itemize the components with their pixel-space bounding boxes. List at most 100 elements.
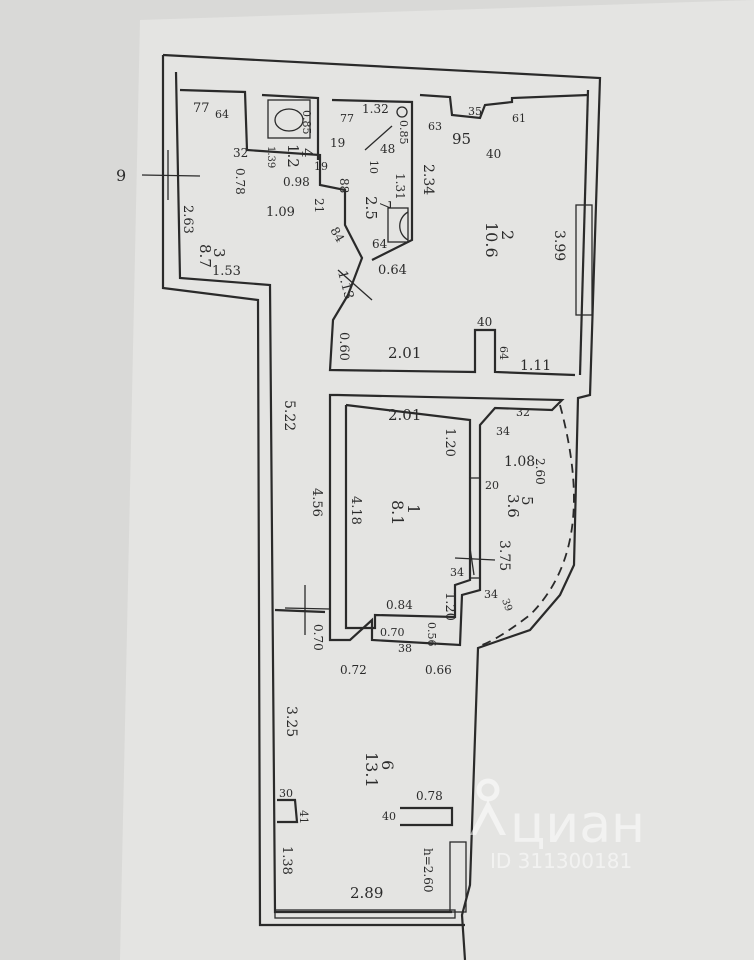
dim-label: 1.53 — [212, 264, 241, 279]
paper-sheet — [120, 0, 754, 960]
dim-label: 1.13 — [334, 269, 356, 301]
dim-label: 0.84 — [386, 598, 413, 612]
window-mid — [469, 477, 481, 579]
dim-label: 1.08 — [504, 454, 535, 470]
dim-label: 64 — [497, 346, 510, 360]
dim-label: 40 — [477, 315, 492, 329]
dim-label: 5.22 — [281, 400, 297, 431]
outer-walls — [161, 53, 602, 960]
dim-label: 1.31 — [393, 173, 407, 200]
dim-label: 0.60 — [336, 332, 351, 361]
dim-label: 40 — [382, 810, 396, 823]
fixtures — [141, 99, 593, 919]
room-4-label: 4 — [298, 148, 316, 158]
dim-label: 32 — [233, 146, 248, 160]
watermark-id: ID 311300181 — [490, 849, 632, 873]
window-bottom — [449, 841, 467, 913]
room-1-area: 8.1 — [388, 500, 407, 525]
dim-label: 2.63 — [180, 205, 195, 234]
dim-label: 1.11 — [520, 358, 551, 374]
shower-icon — [387, 207, 409, 243]
dim-label: 64 — [372, 237, 388, 251]
dim-label: 0.56 — [425, 622, 438, 647]
dim-label: 21 — [312, 198, 326, 213]
dim-label: 32 — [516, 406, 530, 419]
dim-label: 2.60 — [533, 458, 547, 485]
dim-label: 63 — [428, 120, 442, 133]
dim-label: 10 — [367, 160, 380, 174]
dim-label: 20 — [485, 479, 499, 492]
room-5-area: 3.6 — [504, 494, 522, 518]
dim-label: 84 — [327, 225, 347, 246]
window-right — [575, 204, 593, 316]
dim-label: 0.66 — [425, 663, 452, 677]
dim-label: 40 — [486, 147, 501, 161]
dim-label: 41 — [297, 810, 310, 824]
dim-label: 30 — [279, 787, 293, 800]
watermark: циан ID 311300181 — [470, 778, 645, 873]
room-2-area: 10.6 — [482, 222, 501, 258]
map-pin-icon — [476, 778, 500, 802]
dim-label: 39 — [499, 597, 514, 613]
ceiling-height-label: h=2.60 — [421, 848, 435, 893]
dim-label: 77 — [193, 101, 210, 116]
section-mark: 9 — [116, 166, 126, 185]
bay-curve — [481, 404, 575, 646]
dim-label: 0.64 — [378, 263, 407, 278]
dim-label: 19 — [314, 160, 328, 173]
dim-label: 34 — [450, 566, 464, 579]
dim-label: 3.25 — [283, 706, 299, 737]
toilet-icon — [267, 99, 311, 139]
room-3-label: 3 — [210, 248, 228, 258]
dim-label: 38 — [398, 642, 412, 655]
dim-label: 61 — [512, 112, 526, 125]
dim-label: 4.56 — [309, 488, 324, 517]
room-7-area: 2.5 — [362, 196, 380, 220]
dim-label: 19 — [330, 136, 345, 150]
room-7-label: 7 — [376, 200, 394, 210]
dim-label: 0.72 — [340, 663, 367, 677]
dim-label: 2.01 — [388, 344, 421, 362]
dim-label: 0.98 — [283, 175, 310, 189]
dim-label: 0.85 — [397, 120, 410, 145]
dim-label: 0.70 — [380, 626, 405, 639]
dim-label: 2.34 — [420, 164, 436, 195]
room-6-label: 6 — [378, 760, 397, 770]
room-5-label: 5 — [518, 496, 536, 506]
dimension-labels: 77 64 32 0.78 2.63 1.53 1.09 0.98 1.39 0… — [180, 101, 567, 902]
dim-label: 0.78 — [233, 168, 247, 195]
dim-label: 3.75 — [496, 540, 512, 571]
dim-label: 95 — [452, 130, 471, 148]
room-labels: 3 8.7 4 1.2 7 2.5 2 10.6 1 8.1 5 3.6 6 1… — [116, 144, 536, 788]
interior-walls — [179, 88, 589, 827]
room-3-area: 8.7 — [196, 244, 214, 268]
dim-label: 3.99 — [551, 230, 567, 261]
dim-label: 0.78 — [416, 789, 443, 803]
dim-label: 0.70 — [311, 624, 325, 651]
dim-label: 4.18 — [348, 496, 363, 525]
watermark-brand: циан — [510, 795, 645, 855]
dim-label: 34 — [496, 425, 510, 438]
room-4-area: 1.2 — [284, 144, 302, 168]
dim-label: 0.85 — [300, 110, 313, 135]
room-6-area: 13.1 — [362, 752, 381, 788]
room-1-label: 1 — [404, 504, 423, 514]
section-line — [141, 174, 201, 177]
dim-label: 88 — [337, 178, 351, 193]
dim-label: 1.39 — [265, 146, 276, 168]
dim-label: 1.20 — [442, 592, 457, 621]
dim-label: 1.38 — [279, 846, 294, 875]
dim-label: 77 — [340, 112, 354, 125]
dim-label: 1.09 — [266, 205, 295, 220]
dim-label: 64 — [215, 108, 229, 121]
dim-label: 34 — [484, 588, 498, 601]
dim-label: 35 — [468, 105, 482, 118]
dim-label: 1.20 — [442, 428, 457, 457]
dim-label: 2.01 — [388, 406, 421, 424]
dim-label: 2.89 — [350, 884, 383, 902]
dim-label: 1.32 — [362, 102, 389, 116]
sink-icon — [396, 106, 408, 118]
dim-label: 48 — [380, 142, 395, 156]
window-floor — [274, 909, 456, 919]
